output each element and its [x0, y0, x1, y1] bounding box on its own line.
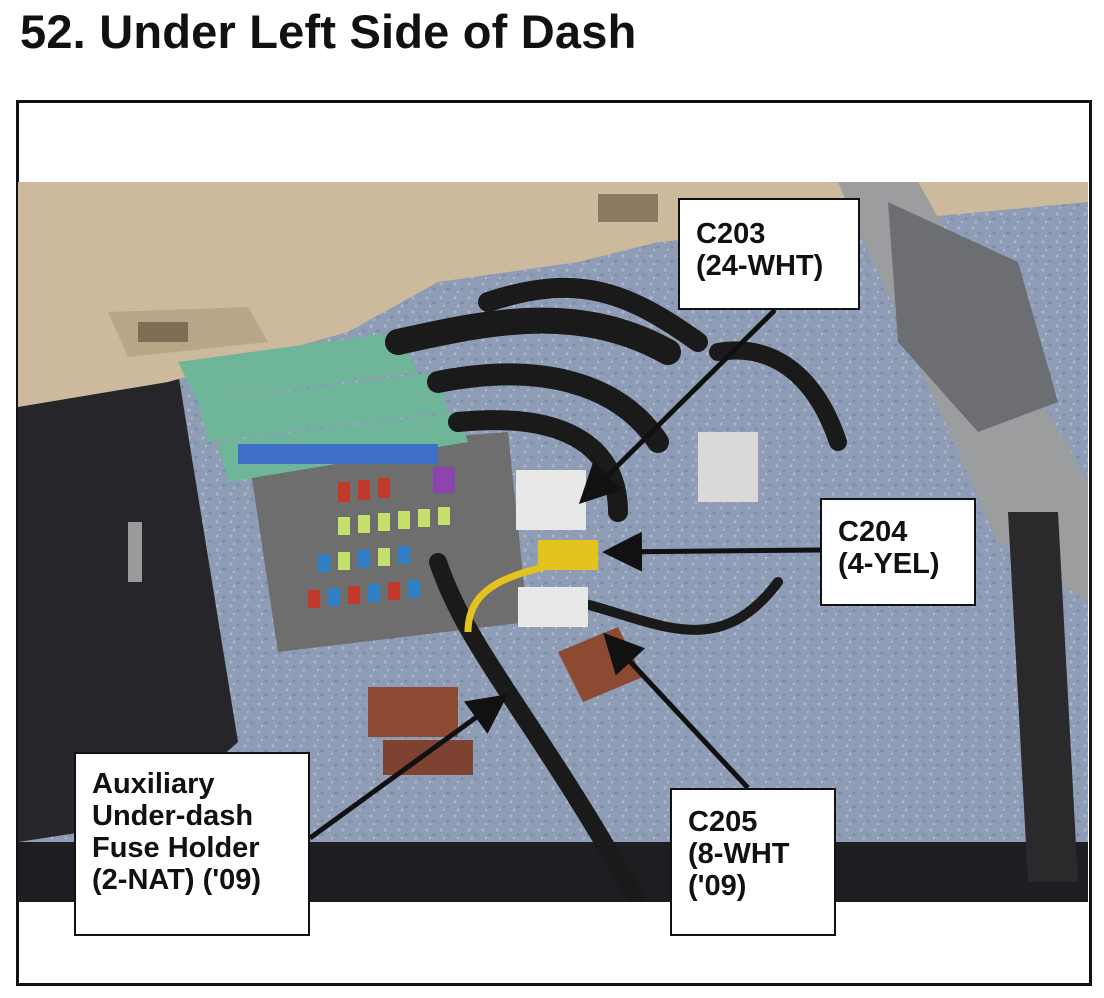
callout-c203-line2: (24-WHT): [696, 250, 824, 282]
c205-connector: [518, 587, 588, 627]
c204-arrow: [602, 531, 821, 572]
callout-aux-fuse-holder: Auxiliary Under-dash Fuse Holder (2-NAT)…: [74, 752, 310, 936]
page-title: 52. Under Left Side of Dash: [20, 5, 637, 58]
callout-c203: C203 (24-WHT): [678, 198, 860, 310]
left-bracket: [18, 372, 238, 842]
dash-panel-slot: [598, 194, 658, 222]
callout-aux-line1: Auxiliary: [92, 768, 215, 800]
callout-aux-line3: Fuse Holder: [92, 832, 260, 864]
callout-aux-line4: (2-NAT) ('09): [92, 864, 262, 896]
callout-c205-line3: ('09): [688, 870, 747, 902]
column-housing: [888, 202, 1058, 432]
wiring-harness: [385, 277, 847, 902]
callout-c205-line1: C205: [688, 806, 758, 838]
dash-panel-slot: [138, 322, 188, 342]
callout-c204: C204 (4-YEL): [820, 498, 976, 606]
bracket-bolt: [128, 522, 142, 582]
c203-connector: [516, 470, 586, 530]
callout-c205: C205 (8-WHT ('09): [670, 788, 836, 936]
green-connector: [178, 332, 418, 402]
aux-arrow: [308, 694, 509, 841]
c203-arrow: [578, 308, 777, 505]
yellow-wire: [464, 556, 579, 633]
dash-panel: [18, 182, 1088, 407]
callout-c203-line1: C203: [696, 218, 766, 250]
callout-c205-line2: (8-WHT: [688, 838, 790, 870]
aux-fuse-holder-lower: [383, 740, 473, 775]
blue-connector: [238, 444, 438, 464]
aux-fuse-holder: [368, 687, 458, 737]
green-connector: [198, 372, 448, 442]
pedal-arm: [1008, 512, 1078, 882]
switch-body: [698, 432, 758, 502]
c205-arrow: [603, 632, 750, 790]
callout-c204-line2: (4-YEL): [838, 548, 940, 580]
fuse-rows: [308, 467, 455, 608]
callout-aux-line2: Under-dash: [92, 800, 254, 832]
callout-c204-line1: C204: [838, 516, 908, 548]
